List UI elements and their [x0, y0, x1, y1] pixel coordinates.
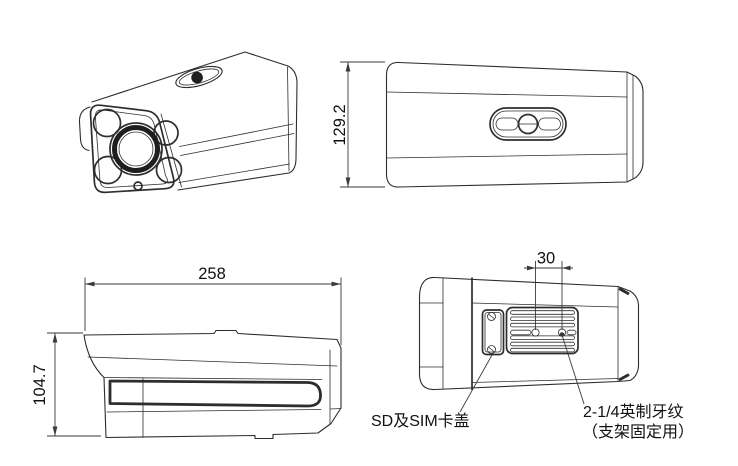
side-tangent-lower [471, 378, 619, 383]
ir-led-top-right [153, 120, 179, 146]
sd-cover-leader-line [459, 354, 493, 413]
mount-slot [489, 107, 567, 141]
dim-height-129-value: 129.2 [331, 104, 349, 145]
side-view-outline [83, 329, 342, 440]
camera-lens [109, 122, 163, 176]
body-outline [91, 51, 298, 191]
ir-led-bottom-right [155, 156, 183, 184]
dim-length-258-value: 258 [198, 265, 226, 283]
cover-screw-bottom [487, 345, 496, 354]
rear-cap-wedge-bottom [618, 373, 630, 382]
bottom-view-outline [418, 276, 640, 391]
dim-height-104-value: 104.7 [31, 364, 49, 405]
lens-dark-ring [112, 125, 160, 173]
dim-height-129: 129.2 [331, 61, 385, 188]
rear-cap-step [329, 408, 342, 410]
body-top-edge [103, 377, 323, 380]
plate-slot-right [566, 329, 577, 336]
thread-leader-dot [559, 332, 565, 337]
recessed-panel [108, 379, 322, 408]
thread-callout: 2-1/4英制牙纹 （支架固定用） [559, 332, 694, 441]
top-bracket-slot [175, 65, 223, 89]
top-view-outline [385, 61, 644, 188]
top-face-line-upper [386, 91, 628, 98]
plate-ribs [510, 310, 575, 353]
side-grooves [160, 113, 295, 188]
cover-screw-top [487, 312, 496, 321]
dim-height-104: 104.7 [31, 332, 101, 437]
isometric-view [78, 51, 298, 194]
back-cap-edge [287, 66, 290, 172]
light-sensor [133, 181, 143, 191]
dim-hole-spacing-30: 30 [524, 250, 573, 330]
thread-label-line2: （支架固定用） [582, 423, 694, 441]
top-face-line-lower [386, 153, 628, 159]
ir-led-top-left [92, 108, 122, 138]
rear-cap-wedge-top [618, 287, 630, 296]
plate-slot-left [510, 329, 532, 336]
sd-cover-label: SD及SIM卡盖 [371, 412, 470, 430]
sd-cover-callout: SD及SIM卡盖 [371, 354, 493, 430]
side-tangent-upper [471, 302, 619, 308]
thread-leader-line [561, 334, 585, 405]
thread-label-line1: 2-1/4英制牙纹 [583, 403, 683, 421]
ribbed-mount-plate [505, 306, 579, 355]
front-bezel [89, 104, 175, 194]
dim-hole-spacing-value: 30 [537, 250, 555, 268]
slot-knob [191, 71, 203, 84]
front-bezel-inner [94, 109, 168, 188]
sd-sim-cover [481, 309, 505, 356]
front-cap-left-face [78, 106, 91, 152]
sunshield-lower-edge [87, 356, 338, 367]
side-view: 258 104.7 [31, 265, 342, 440]
dim-length-258: 258 [84, 265, 342, 345]
top-view: 129.2 [331, 61, 644, 188]
lower-groove [106, 409, 322, 413]
bottom-view: 30 SD及SIM卡盖 2-1/4英制牙纹 （支架固定用） [371, 250, 694, 442]
